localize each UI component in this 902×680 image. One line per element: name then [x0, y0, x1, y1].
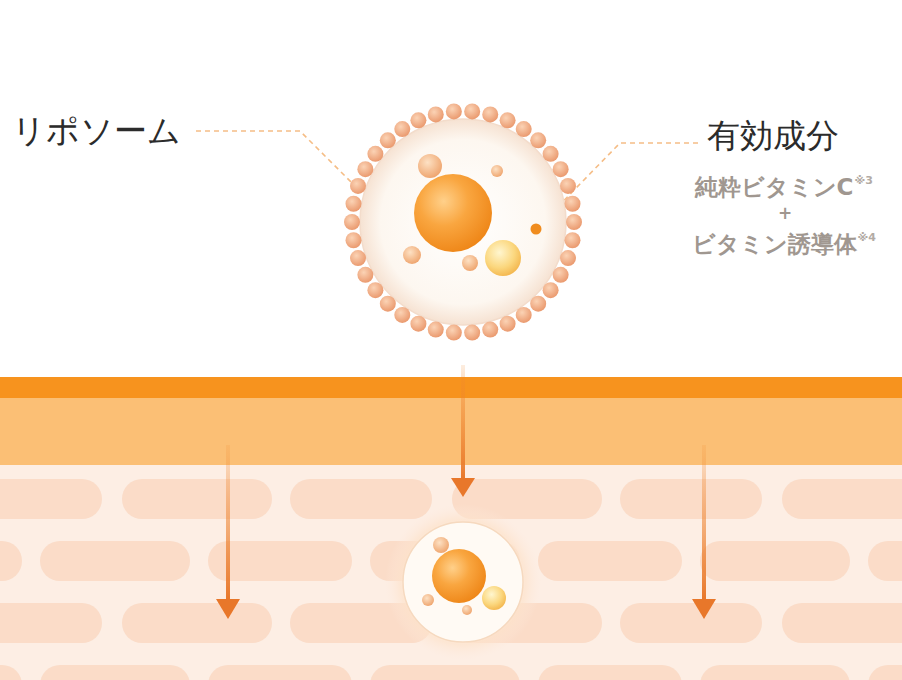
plus-sign: + [778, 204, 792, 224]
capsule-core [403, 522, 523, 642]
lipid-bead [410, 316, 426, 332]
penetration-arrows [216, 365, 716, 619]
lipid-bead [357, 267, 373, 283]
lipid-bead [482, 106, 498, 122]
footnote-mark: ※3 [854, 175, 872, 188]
part-label: 有効成分 [707, 117, 839, 155]
lipid-bead [464, 103, 480, 119]
vitamin-sphere [482, 586, 506, 610]
skin-surface [0, 377, 902, 398]
lipid-bead [516, 307, 532, 323]
vitamin-sphere [462, 605, 472, 615]
lipid-bead [446, 325, 462, 341]
arrow-shaft [461, 365, 465, 480]
lipid-bead [428, 106, 444, 122]
vitamin-sphere [432, 549, 486, 603]
lipid-bead [394, 121, 410, 137]
lipid-bead [560, 178, 576, 194]
arrow-head [216, 599, 240, 619]
lipid-bead [357, 161, 373, 177]
ingredient-label: 純粋ビタミンC [695, 174, 854, 200]
leader-dot [531, 224, 542, 235]
lipid-bead [350, 178, 366, 194]
lipid-bead [367, 282, 383, 298]
lipid-bead [500, 112, 516, 128]
lipid-bead [564, 232, 580, 248]
arrow-shaft [702, 445, 706, 601]
part-label: リポソーム [12, 112, 181, 150]
lipid-bead [410, 112, 426, 128]
lipid-bead [553, 161, 569, 177]
lipid-bead [380, 132, 396, 148]
vitamin-sphere [414, 174, 492, 252]
lipid-bead [380, 296, 396, 312]
arrow-head [692, 599, 716, 619]
lipid-bead [344, 214, 360, 230]
ingredient-label: ビタミン誘導体 [692, 231, 857, 257]
lipid-bead [464, 325, 480, 341]
lipid-bead [516, 121, 532, 137]
lipid-bead [346, 196, 362, 212]
vitamin-sphere [418, 154, 442, 178]
arrow-shaft [226, 445, 230, 601]
liposome-core [360, 119, 566, 325]
arrow-head [451, 478, 475, 497]
vitamin-sphere [462, 255, 478, 271]
vitamin-sphere [403, 246, 421, 264]
vitamin-sphere [433, 537, 449, 553]
lipid-bead [367, 146, 383, 162]
vitamin-sphere [485, 240, 521, 276]
lipid-bead [350, 250, 366, 266]
absorbed-capsule [385, 504, 541, 660]
lipid-bead [553, 267, 569, 283]
liposome [344, 103, 582, 340]
lipid-bead [428, 322, 444, 338]
lipid-bead [543, 146, 559, 162]
skin-layer [0, 398, 902, 465]
lipid-bead [530, 296, 546, 312]
lipid-bead [346, 232, 362, 248]
lipid-bead [566, 214, 582, 230]
lipid-bead [500, 316, 516, 332]
lipid-bead [482, 322, 498, 338]
lipid-beads [344, 103, 582, 340]
capsule-glow [385, 504, 541, 660]
vitamin-sphere [491, 165, 503, 177]
lipid-bead [394, 307, 410, 323]
lipid-bead [560, 250, 576, 266]
vitamin-sphere [422, 594, 434, 606]
leader-line [196, 131, 352, 183]
lipid-bead [446, 103, 462, 119]
lipid-bead [564, 196, 580, 212]
footnote-mark: ※4 [858, 232, 876, 245]
skin-cells [0, 465, 902, 680]
lipid-bead [530, 132, 546, 148]
lipid-bead [543, 282, 559, 298]
